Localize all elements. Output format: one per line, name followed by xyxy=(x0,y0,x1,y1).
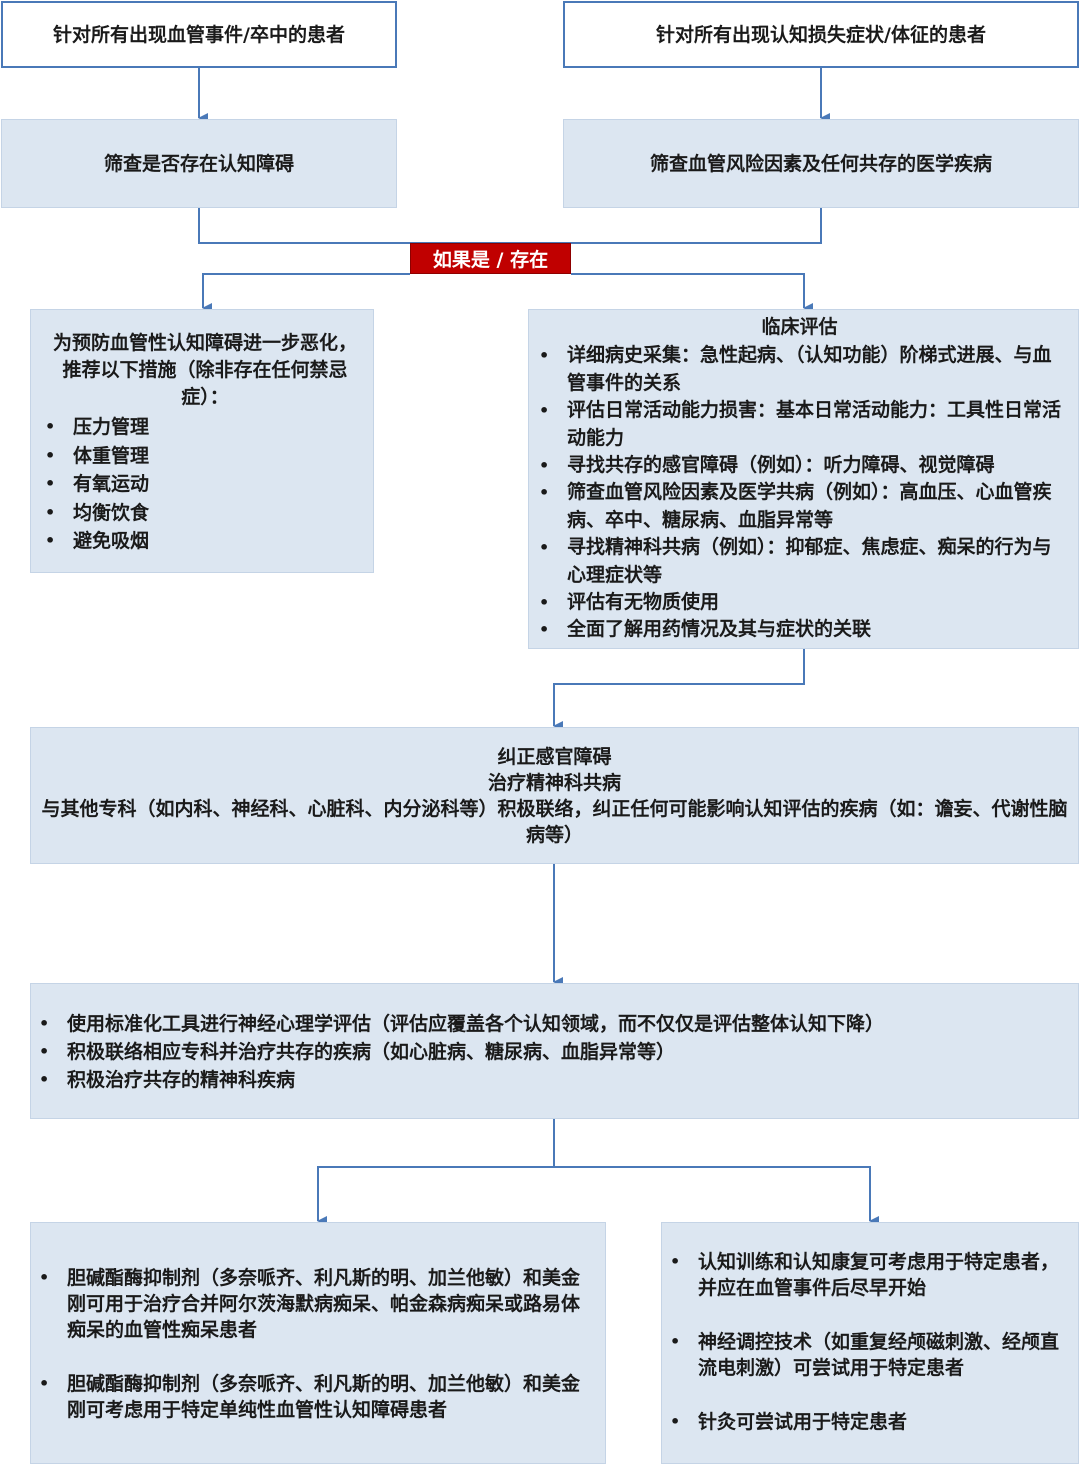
clinical-item: 寻找共存的感官障碍（例如）：听力障碍、视觉障碍 xyxy=(533,452,1066,480)
split-bottom-right xyxy=(554,1166,879,1226)
clinical-item: 评估有无物质使用 xyxy=(533,589,1066,617)
correction-line-1: 纠正感官障碍 xyxy=(497,745,612,768)
clinical-title: 临床评估 xyxy=(761,316,838,338)
prevention-item: 避免吸烟 xyxy=(39,527,363,556)
screen-cognitive-box: 筛查是否存在认知障碍 xyxy=(1,119,397,208)
nondrug-item: 针灸可尝试用于特定患者 xyxy=(664,1409,1064,1435)
start-box-vascular-event: 针对所有出现血管事件/卒中的患者 xyxy=(1,1,397,68)
merge-line xyxy=(198,208,822,244)
clinical-assessment-box: 临床评估 详细病史采集：急性起病、（认知功能）阶梯式进展、与血管事件的关系 评估… xyxy=(528,309,1079,649)
drug-item: 胆碱酯酶抑制剂（多奈哌齐、利凡斯的明、加兰他敏）和美金刚可考虑用于特定单纯性血管… xyxy=(33,1371,585,1423)
drug-item: 胆碱酯酶抑制剂（多奈哌齐、利凡斯的明、加兰他敏）和美金刚可用于治疗合并阿尔茨海默… xyxy=(33,1265,585,1343)
clinical-item: 寻找精神科共病（例如）：抑郁症、焦虑症、痴呆的行为与心理症状等 xyxy=(533,534,1066,589)
neuropsych-assessment-box: 使用标准化工具进行神经心理学评估（评估应覆盖各个认知领域，而不仅仅是评估整体认知… xyxy=(30,983,1079,1119)
drug-treatment-box: 胆碱酯酶抑制剂（多奈哌齐、利凡斯的明、加兰他敏）和美金刚可用于治疗合并阿尔茨海默… xyxy=(30,1222,606,1464)
prevention-item: 体重管理 xyxy=(39,442,363,471)
nondrug-item: 认知训练和认知康复可考虑用于特定患者，并应在血管事件后尽早开始 xyxy=(664,1249,1064,1301)
prevention-list: 压力管理 体重管理 有氧运动 均衡饮食 避免吸烟 xyxy=(39,413,363,556)
start-box-vascular-event-text: 针对所有出现血管事件/卒中的患者 xyxy=(53,23,345,46)
assessment-item: 使用标准化工具进行神经心理学评估（评估应覆盖各个认知领域，而不仅仅是评估整体认知… xyxy=(33,1010,1068,1038)
split-line-left xyxy=(202,273,410,313)
screen-vascular-box: 筛查血管风险因素及任何共存的医学疾病 xyxy=(563,119,1079,208)
drug-list: 胆碱酯酶抑制剂（多奈哌齐、利凡斯的明、加兰他敏）和美金刚可用于治疗合并阿尔茨海默… xyxy=(33,1265,585,1423)
split-bottom xyxy=(317,1119,555,1226)
prevention-item: 有氧运动 xyxy=(39,470,363,499)
correction-line-3: 与其他专科（如内科、神经科、心脏科、内分泌科等）积极联络，纠正任何可能影响认知评… xyxy=(41,797,1068,846)
clinical-item: 详细病史采集：急性起病、（认知功能）阶梯式进展、与血管事件的关系 xyxy=(533,342,1066,397)
prevention-item: 均衡饮食 xyxy=(39,499,363,528)
screen-cognitive-text: 筛查是否存在认知障碍 xyxy=(103,152,294,175)
start-box-cognitive-loss-text: 针对所有出现认知损失症状/体征的患者 xyxy=(656,23,986,46)
clinical-item: 筛查血管风险因素及医学共病（例如）：高血压、心血管疾病、卒中、糖尿病、血脂异常等 xyxy=(533,479,1066,534)
correction-line-2: 治疗精神科共病 xyxy=(487,771,621,794)
prevention-item: 压力管理 xyxy=(39,413,363,442)
clinical-item: 全面了解用药情况及其与症状的关联 xyxy=(533,616,1066,644)
screen-vascular-text: 筛查血管风险因素及任何共存的医学疾病 xyxy=(649,152,992,175)
correction-box: 纠正感官障碍 治疗精神科共病 与其他专科（如内科、神经科、心脏科、内分泌科等）积… xyxy=(30,727,1079,864)
nondrug-treatment-box: 认知训练和认知康复可考虑用于特定患者，并应在血管事件后尽早开始 神经调控技术（如… xyxy=(661,1222,1079,1464)
assessment-list: 使用标准化工具进行神经心理学评估（评估应覆盖各个认知领域，而不仅仅是评估整体认知… xyxy=(33,1010,1068,1094)
nondrug-list: 认知训练和认知康复可考虑用于特定患者，并应在血管事件后尽早开始 神经调控技术（如… xyxy=(664,1249,1064,1435)
split-line-right xyxy=(571,273,813,313)
clinical-list: 详细病史采集：急性起病、（认知功能）阶梯式进展、与血管事件的关系 评估日常活动能… xyxy=(533,342,1066,644)
clinical-item: 评估日常活动能力损害：基本日常活动能力：工具性日常活动能力 xyxy=(533,397,1066,452)
assessment-item: 积极治疗共存的精神科疾病 xyxy=(33,1066,1068,1094)
condition-label: 如果是 / 存在 xyxy=(410,243,571,274)
prevention-box: 为预防血管性认知障碍进一步恶化，推荐以下措施（除非存在任何禁忌症）： 压力管理 … xyxy=(30,309,374,573)
start-box-cognitive-loss: 针对所有出现认知损失症状/体征的患者 xyxy=(563,1,1079,68)
arrow-clinical-to-correction xyxy=(553,649,805,731)
assessment-item: 积极联络相应专科并治疗共存的疾病（如心脏病、糖尿病、血脂异常等） xyxy=(33,1038,1068,1066)
prevention-intro: 为预防血管性认知障碍进一步恶化，推荐以下措施（除非存在任何禁忌症）： xyxy=(52,332,357,408)
nondrug-item: 神经调控技术（如重复经颅磁刺激、经颅直流电刺激）可尝试用于特定患者 xyxy=(664,1329,1064,1381)
